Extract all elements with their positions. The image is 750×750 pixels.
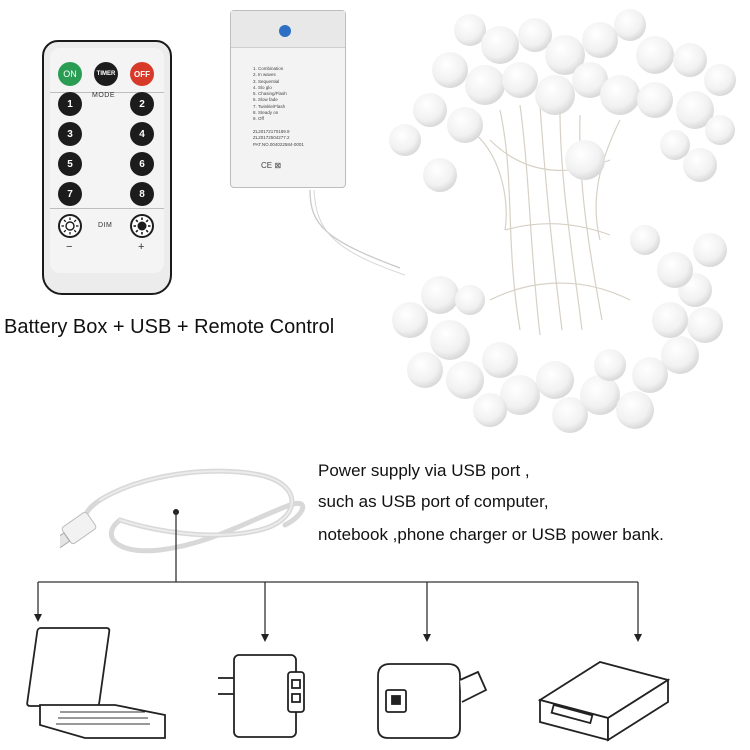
remote-divider bbox=[50, 208, 164, 209]
remote-divider bbox=[50, 92, 164, 93]
mode-label: MODE bbox=[92, 92, 115, 99]
on-button: ON bbox=[58, 62, 82, 86]
power-text-line: notebook ,phone charger or USB power ban… bbox=[318, 525, 664, 544]
string-lights-illustration bbox=[309, 9, 736, 433]
number-button: 8 bbox=[130, 182, 154, 206]
wall-charger-icon bbox=[218, 654, 305, 738]
minus-label: − bbox=[66, 241, 73, 253]
arrow-icon bbox=[261, 634, 269, 642]
off-button: OFF bbox=[130, 62, 154, 86]
laptop-icon bbox=[26, 627, 166, 739]
plus-label: + bbox=[138, 241, 145, 253]
battery-mode-list: 1. Combination 2. In waves 3. Sequential… bbox=[253, 66, 304, 147]
certification-marks: CE ⊠ bbox=[261, 161, 282, 170]
power-text-line: such as USB port of computer, bbox=[318, 492, 549, 511]
arrow-icon bbox=[634, 634, 642, 642]
number-button: 5 bbox=[58, 152, 82, 176]
number-button: 4 bbox=[130, 122, 154, 146]
usb-adapter-icon bbox=[377, 663, 488, 739]
number-button: 2 bbox=[130, 92, 154, 116]
dim-up-icon bbox=[130, 214, 154, 238]
remote-control: ON TIMER OFF MODE 1 2 3 4 5 6 7 8 DIM − … bbox=[42, 40, 172, 295]
battery-box: 1. Combination 2. In waves 3. Sequential… bbox=[230, 10, 346, 188]
arrow-icon bbox=[34, 614, 42, 622]
dim-label: DIM bbox=[98, 222, 113, 229]
timer-button: TIMER bbox=[94, 62, 118, 86]
wire-bundle bbox=[469, 104, 631, 336]
power-bank-icon bbox=[537, 661, 671, 742]
product-caption: Battery Box + USB + Remote Control bbox=[4, 316, 335, 338]
number-button: 3 bbox=[58, 122, 82, 146]
usb-cable-illustration bbox=[60, 468, 305, 554]
power-text-line: Power supply via USB port , bbox=[318, 461, 530, 480]
number-button: 1 bbox=[58, 92, 82, 116]
mode-switch-icon bbox=[279, 25, 291, 37]
number-button: 6 bbox=[130, 152, 154, 176]
arrow-icon bbox=[423, 634, 431, 642]
ball-bulbs bbox=[389, 9, 736, 433]
dim-down-icon bbox=[58, 214, 82, 238]
number-button: 7 bbox=[58, 182, 82, 206]
